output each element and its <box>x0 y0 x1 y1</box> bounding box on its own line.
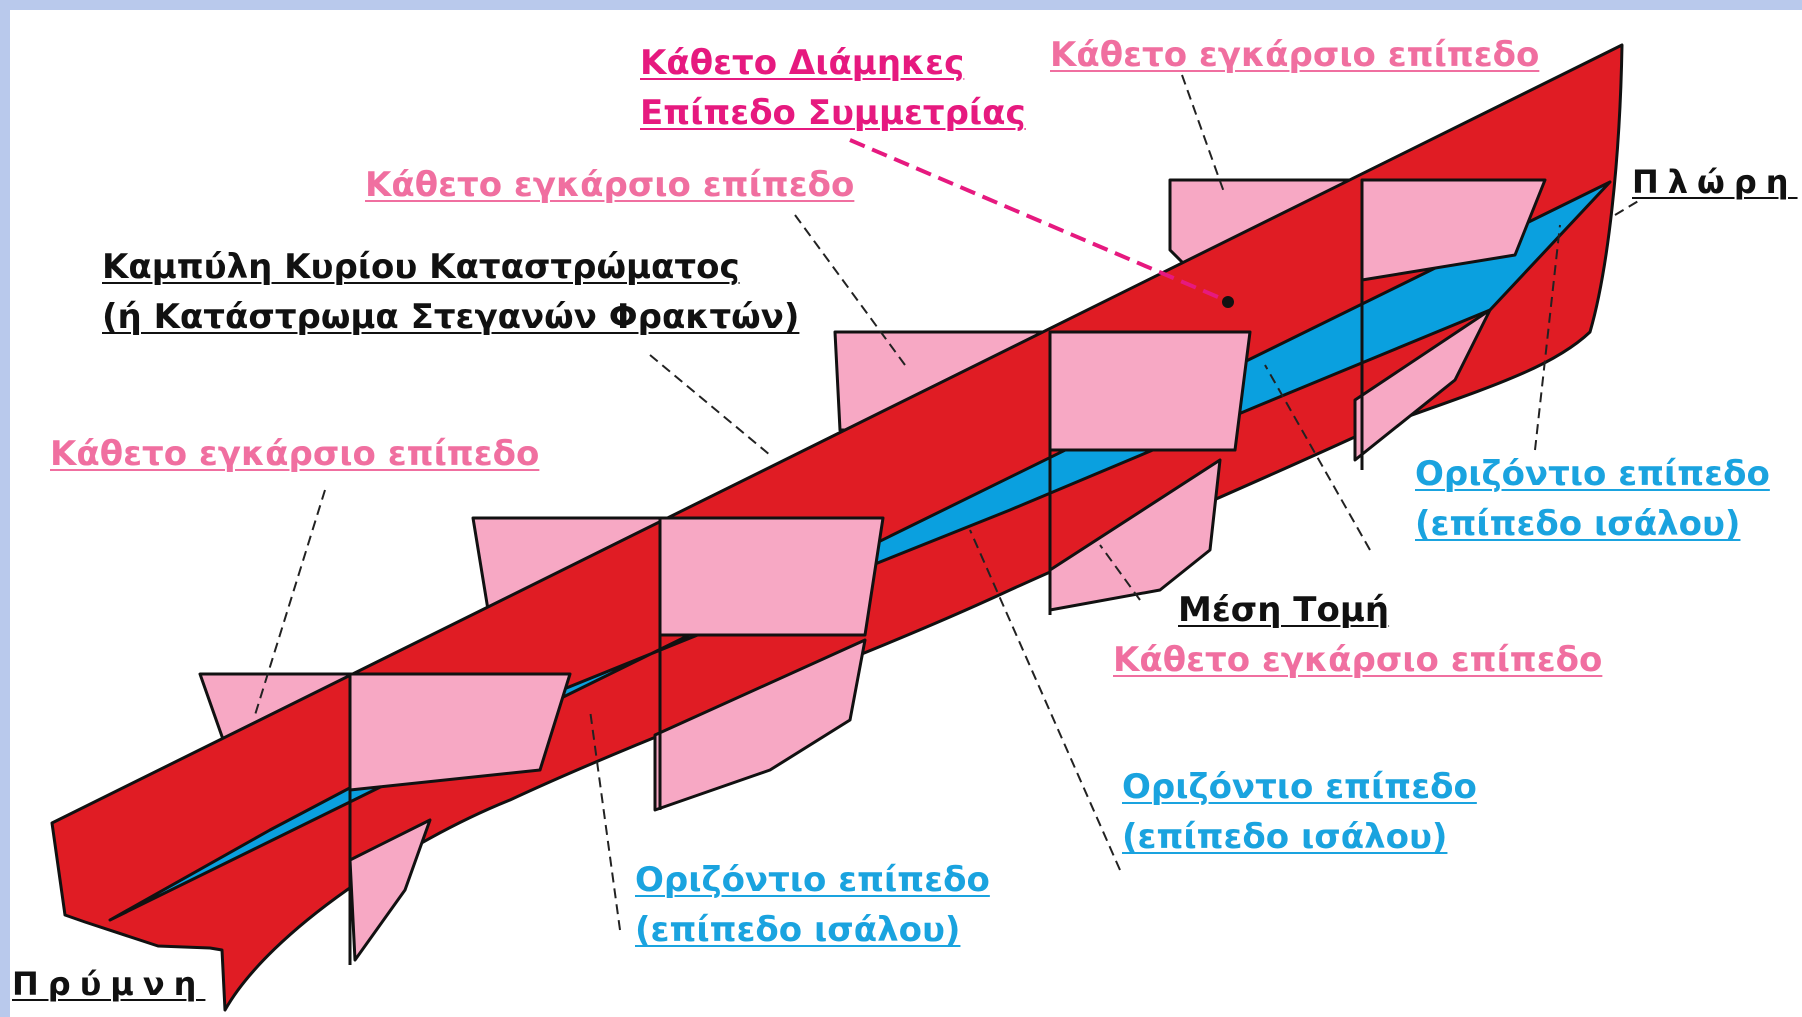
leader-transverse-left <box>254 489 326 716</box>
transverse-section-square-2 <box>1048 330 1252 452</box>
waterplane-label-center-line1: Οριζόντιο επίπεδο <box>1122 767 1477 807</box>
transverse-section-square-3 <box>658 516 885 637</box>
leader-transverse-mid <box>1099 544 1141 601</box>
midship-section-label: Μέση Τομή <box>1178 590 1390 630</box>
waterplane-label-center-line2: (επίπεδο ισάλου) <box>1122 817 1448 857</box>
transverse-plane-label-left: Κάθετο εγκάρσιο επίπεδο <box>50 434 540 474</box>
leader-bow <box>1614 199 1641 216</box>
leader-deck-curve <box>649 354 771 456</box>
bow-label: Πλώρη <box>1632 163 1798 201</box>
stern-label: Πρύμνη <box>12 965 206 1003</box>
symmetry-plane-label-line2: Επίπεδο Συμμετρίας <box>640 93 1026 133</box>
waterplane-label-right-line2: (επίπεδο ισάλου) <box>1415 504 1741 544</box>
deck-curve-label-line2: (ή Κατάστρωμα Στεγανών Φρακτών) <box>102 297 800 337</box>
ship-planes-drawing <box>50 43 1641 1012</box>
waterplane-label-bottom-line1: Οριζόντιο επίπεδο <box>635 860 990 900</box>
leader-transverse-top <box>1181 74 1226 196</box>
symmetry-point <box>1222 296 1234 308</box>
waterplane-label-bottom-line2: (επίπεδο ισάλου) <box>635 910 961 950</box>
transverse-section-lower-4 <box>348 818 432 962</box>
leader-waterplane-right <box>1264 364 1371 551</box>
leader-waterplane-center <box>969 529 1121 871</box>
leader-waterplane-right-2 <box>1534 224 1561 451</box>
transverse-plane-label-upper-left: Κάθετο εγκάρσιο επίπεδο <box>365 165 855 205</box>
diagram-canvas: Κάθετο Διάμηκες Επίπεδο Συμμετρίας Κάθετ… <box>10 10 1802 1017</box>
symmetry-leader <box>849 138 1226 302</box>
symmetry-plane-label-line1: Κάθετο Διάμηκες <box>640 43 965 83</box>
transverse-section-lower-3 <box>653 638 867 812</box>
waterplane-label-right-line1: Οριζόντιο επίπεδο <box>1415 454 1770 494</box>
transverse-plane-label-mid: Κάθετο εγκάρσιο επίπεδο <box>1113 640 1603 680</box>
transverse-section-lower-1 <box>1353 308 1492 462</box>
leader-waterplane-bottom <box>589 709 621 931</box>
transverse-plane-label-top: Κάθετο εγκάρσιο επίπεδο <box>1050 35 1540 75</box>
deck-curve-label-line1: Καμπύλη Κυρίου Καταστρώματος <box>102 247 740 287</box>
